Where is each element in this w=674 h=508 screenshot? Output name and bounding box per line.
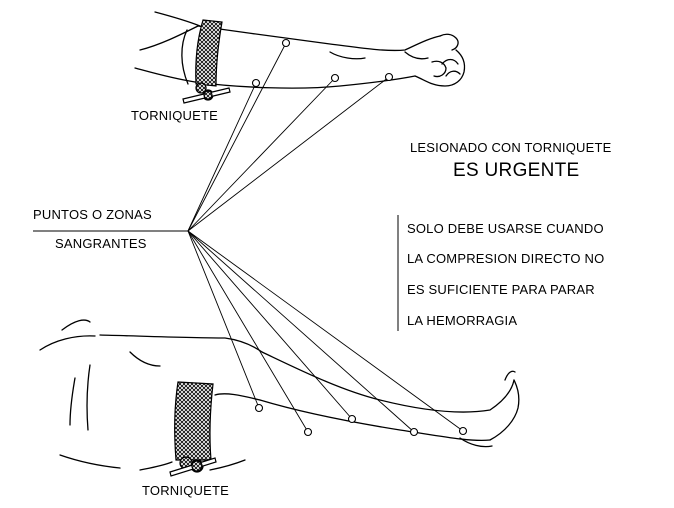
tourniquet-arm-label: TORNIQUETE xyxy=(131,108,218,123)
bleeding-points-label-line1: PUNTOS O ZONAS xyxy=(33,207,152,222)
headline-line1: LESIONADO CON TORNIQUETE xyxy=(410,140,612,155)
note-line-2: LA COMPRESION DIRECTO NO xyxy=(407,251,604,266)
note-line-1: SOLO DEBE USARSE CUANDO xyxy=(407,221,604,236)
headline-line2: ES URGENTE xyxy=(453,160,580,182)
arm-illustration xyxy=(135,12,465,88)
tourniquet-band xyxy=(196,20,222,86)
tourniquet-leg-label: TORNIQUETE xyxy=(142,483,229,498)
leg-illustration xyxy=(40,320,519,470)
tourniquet-band xyxy=(175,382,213,460)
note-line-3: ES SUFICIENTE PARA PARAR xyxy=(407,282,595,297)
leader-lines xyxy=(188,43,463,432)
bleeding-points xyxy=(253,40,467,436)
bleeding-points-label-line2: SANGRANTES xyxy=(55,236,147,251)
tourniquet-stick xyxy=(183,83,230,103)
note-line-4: LA HEMORRAGIA xyxy=(407,313,517,328)
